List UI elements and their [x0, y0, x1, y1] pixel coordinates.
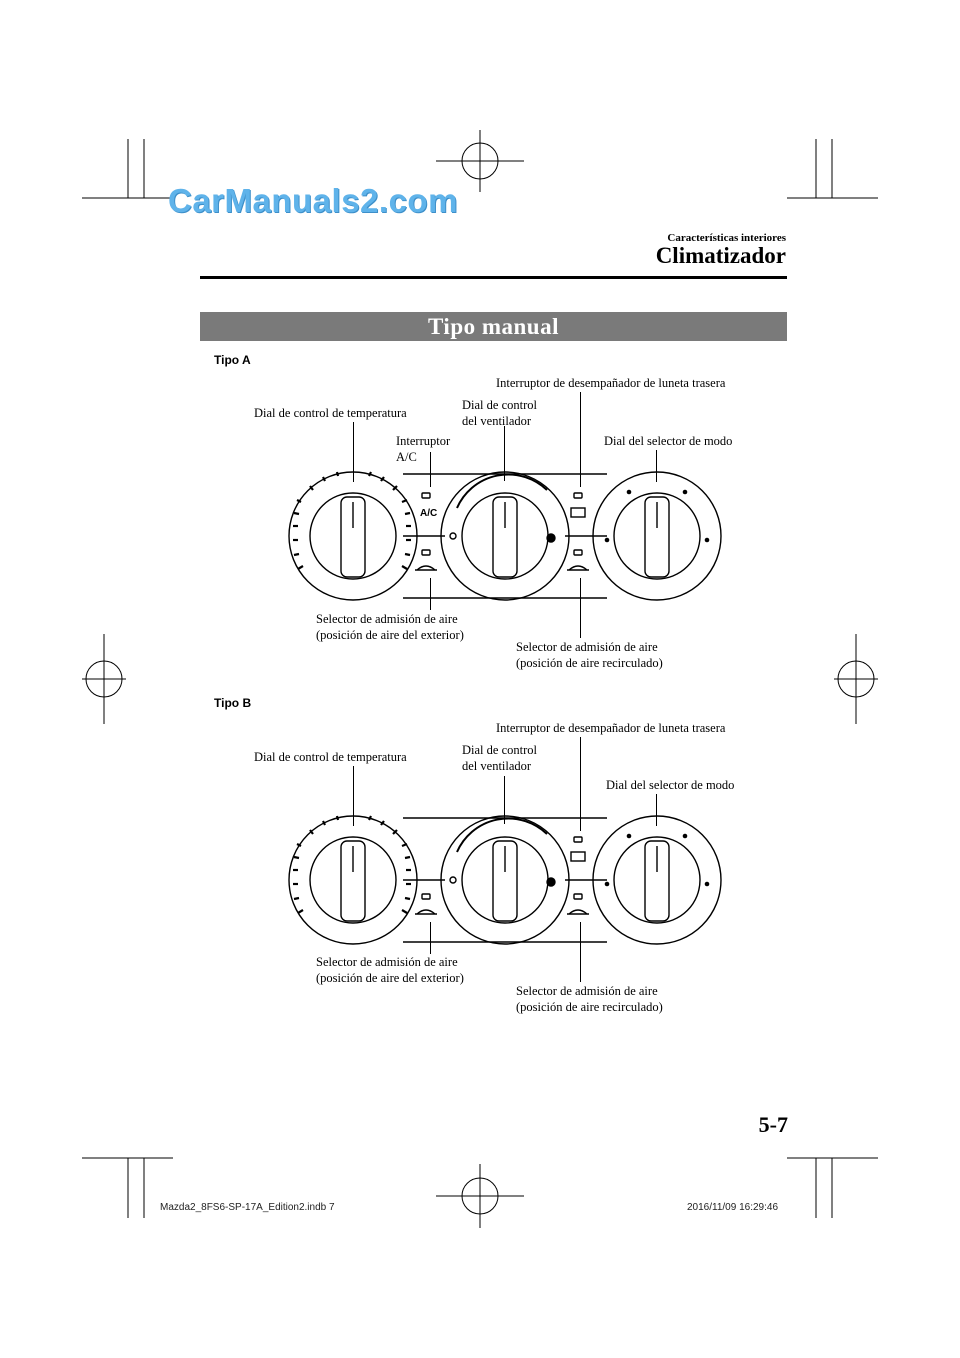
- ac-text: A/C: [420, 508, 437, 519]
- label-mode-dial: Dial del selector de modo: [604, 434, 733, 448]
- leader-line: [656, 794, 657, 826]
- control-panel-type-a: A/C: [288, 471, 722, 601]
- control-panel-type-b: [288, 815, 722, 945]
- leader-line: [353, 766, 354, 826]
- label-intake-recirc: Selector de admisión de aire (posición d…: [516, 984, 663, 1014]
- footer-file: Mazda2_8FS6-SP-17A_Edition2.indb 7: [160, 1202, 335, 1213]
- leader-line: [430, 452, 431, 487]
- chapter-title: Climatizador: [655, 243, 786, 268]
- footer-datetime: 2016/11/09 16:29:46: [687, 1202, 779, 1213]
- section-title: Características interiores: [667, 232, 786, 244]
- label-fan-dial: Dial de control del ventilador: [462, 743, 537, 773]
- type-a-heading: Tipo A: [214, 353, 251, 367]
- label-temperature-dial: Dial de control de temperatura: [254, 750, 407, 764]
- leader-line: [580, 737, 581, 831]
- leader-line: [504, 426, 505, 481]
- label-fan-dial: Dial de control del ventilador: [462, 398, 537, 428]
- leader-line: [580, 922, 581, 982]
- page-number: 5-7: [758, 1112, 788, 1137]
- label-ac-switch: Interruptor A/C: [396, 434, 451, 464]
- leader-line: [430, 578, 431, 610]
- label-rear-defrost: Interruptor de desempañador de luneta tr…: [496, 376, 726, 390]
- leader-line: [580, 392, 581, 487]
- label-rear-defrost: Interruptor de desempañador de luneta tr…: [496, 721, 726, 735]
- label-intake-recirc: Selector de admisión de aire (posición d…: [516, 640, 663, 670]
- leader-line: [504, 776, 505, 824]
- leader-line: [353, 422, 354, 482]
- label-temperature-dial: Dial de control de temperatura: [254, 406, 407, 420]
- label-intake-outside: Selector de admisión de aire (posición d…: [316, 612, 464, 642]
- leader-line: [656, 450, 657, 482]
- watermark-logo: CarManuals2.com: [168, 182, 458, 219]
- leader-line: [430, 922, 431, 954]
- label-mode-dial: Dial del selector de modo: [606, 778, 735, 792]
- header-rule: [200, 276, 787, 279]
- leader-line: [580, 578, 581, 638]
- type-b-heading: Tipo B: [214, 696, 252, 710]
- label-intake-outside: Selector de admisión de aire (posición d…: [316, 955, 464, 985]
- banner-title: Tipo manual: [200, 312, 787, 341]
